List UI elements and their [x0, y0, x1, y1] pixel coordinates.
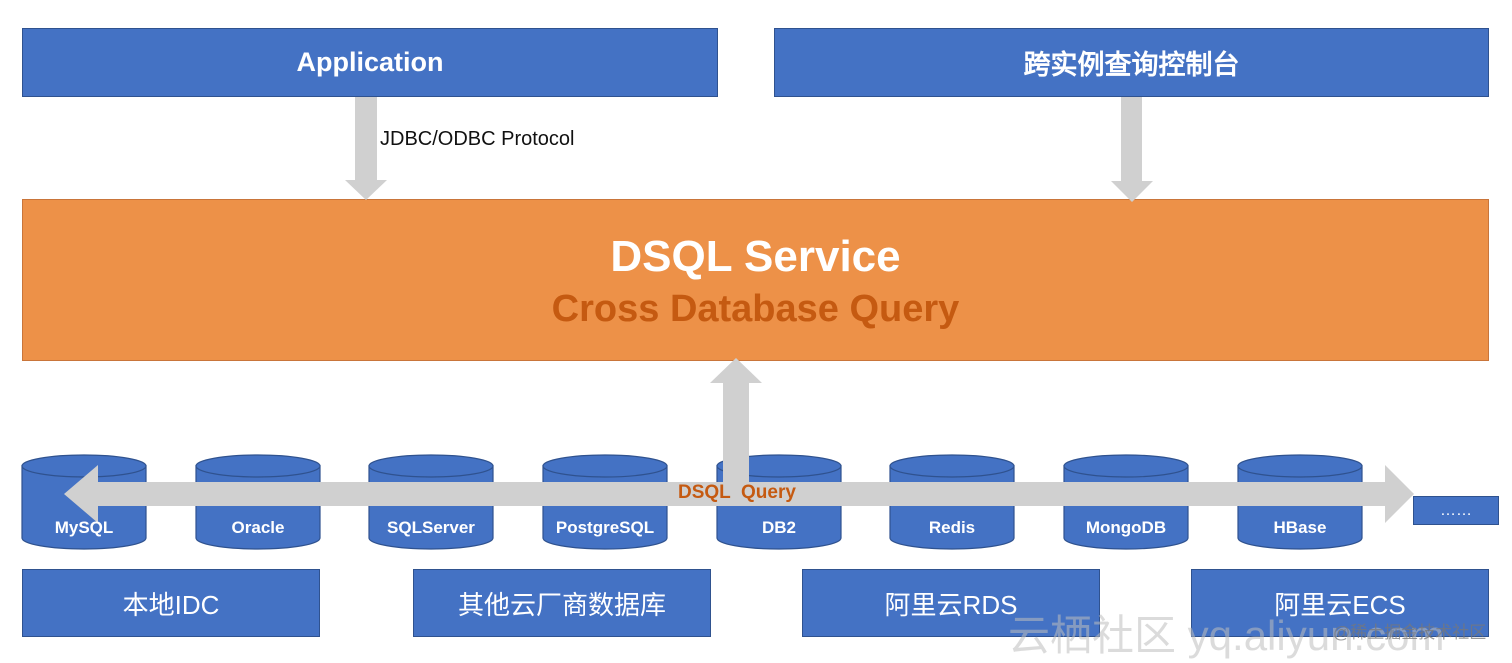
cylinder-top-6 — [1063, 454, 1189, 478]
cylinder-top-7 — [1237, 454, 1363, 478]
down-arrow-right — [1111, 97, 1153, 202]
database-label: Oracle — [231, 518, 285, 537]
database-label: Redis — [928, 518, 976, 537]
application-label: Application — [296, 47, 444, 77]
cylinder-top-3 — [542, 454, 668, 478]
dsql-service-box: DSQL Service Cross Database Query — [22, 199, 1489, 361]
database-label: MySQL — [54, 518, 114, 537]
cylinder-top-2 — [368, 454, 494, 478]
database-label: HBase — [1273, 518, 1327, 537]
application-box: Application — [22, 28, 718, 97]
up-arrow-to-service — [710, 358, 762, 494]
other-cloud-box: 其他云厂商数据库 — [413, 569, 711, 637]
database-label: PostgreSQL — [555, 518, 655, 537]
database-label: MongoDB — [1085, 518, 1167, 537]
aliyun-rds-box: 阿里云RDS — [802, 569, 1100, 637]
console-box: 跨实例查询控制台 — [774, 28, 1489, 97]
aliyun-ecs-label: 阿里云ECS — [1274, 589, 1406, 620]
more-databases-box: …… — [1413, 496, 1499, 525]
database-label: DB2 — [761, 518, 796, 537]
cylinder-top-0 — [21, 454, 147, 478]
protocol-label: JDBC/ODBC Protocol — [380, 128, 575, 150]
local-idc-label: 本地IDC — [122, 589, 220, 620]
console-label: 跨实例查询控制台 — [1023, 50, 1240, 80]
local-idc-box: 本地IDC — [22, 569, 320, 637]
cylinder-top-1 — [195, 454, 321, 478]
watermark-main: 云栖社区 yq.aliyun.com — [1008, 612, 1445, 659]
service-title: DSQL Service — [610, 232, 901, 281]
other-cloud-label: 其他云厂商数据库 — [457, 589, 666, 620]
aliyun-rds-label: 阿里云RDS — [884, 589, 1018, 620]
aliyun-ecs-box: 阿里云ECS — [1191, 569, 1489, 637]
database-label: SQLServer — [387, 518, 475, 537]
dsql-query-label: DSQL Query — [678, 482, 796, 503]
cylinder-top-5 — [889, 454, 1015, 478]
service-subtitle: Cross Database Query — [551, 288, 960, 330]
watermark-credit: @稀土掘金技术社区 — [1333, 623, 1487, 642]
down-arrow-left — [345, 97, 387, 200]
more-label: …… — [1440, 501, 1472, 519]
